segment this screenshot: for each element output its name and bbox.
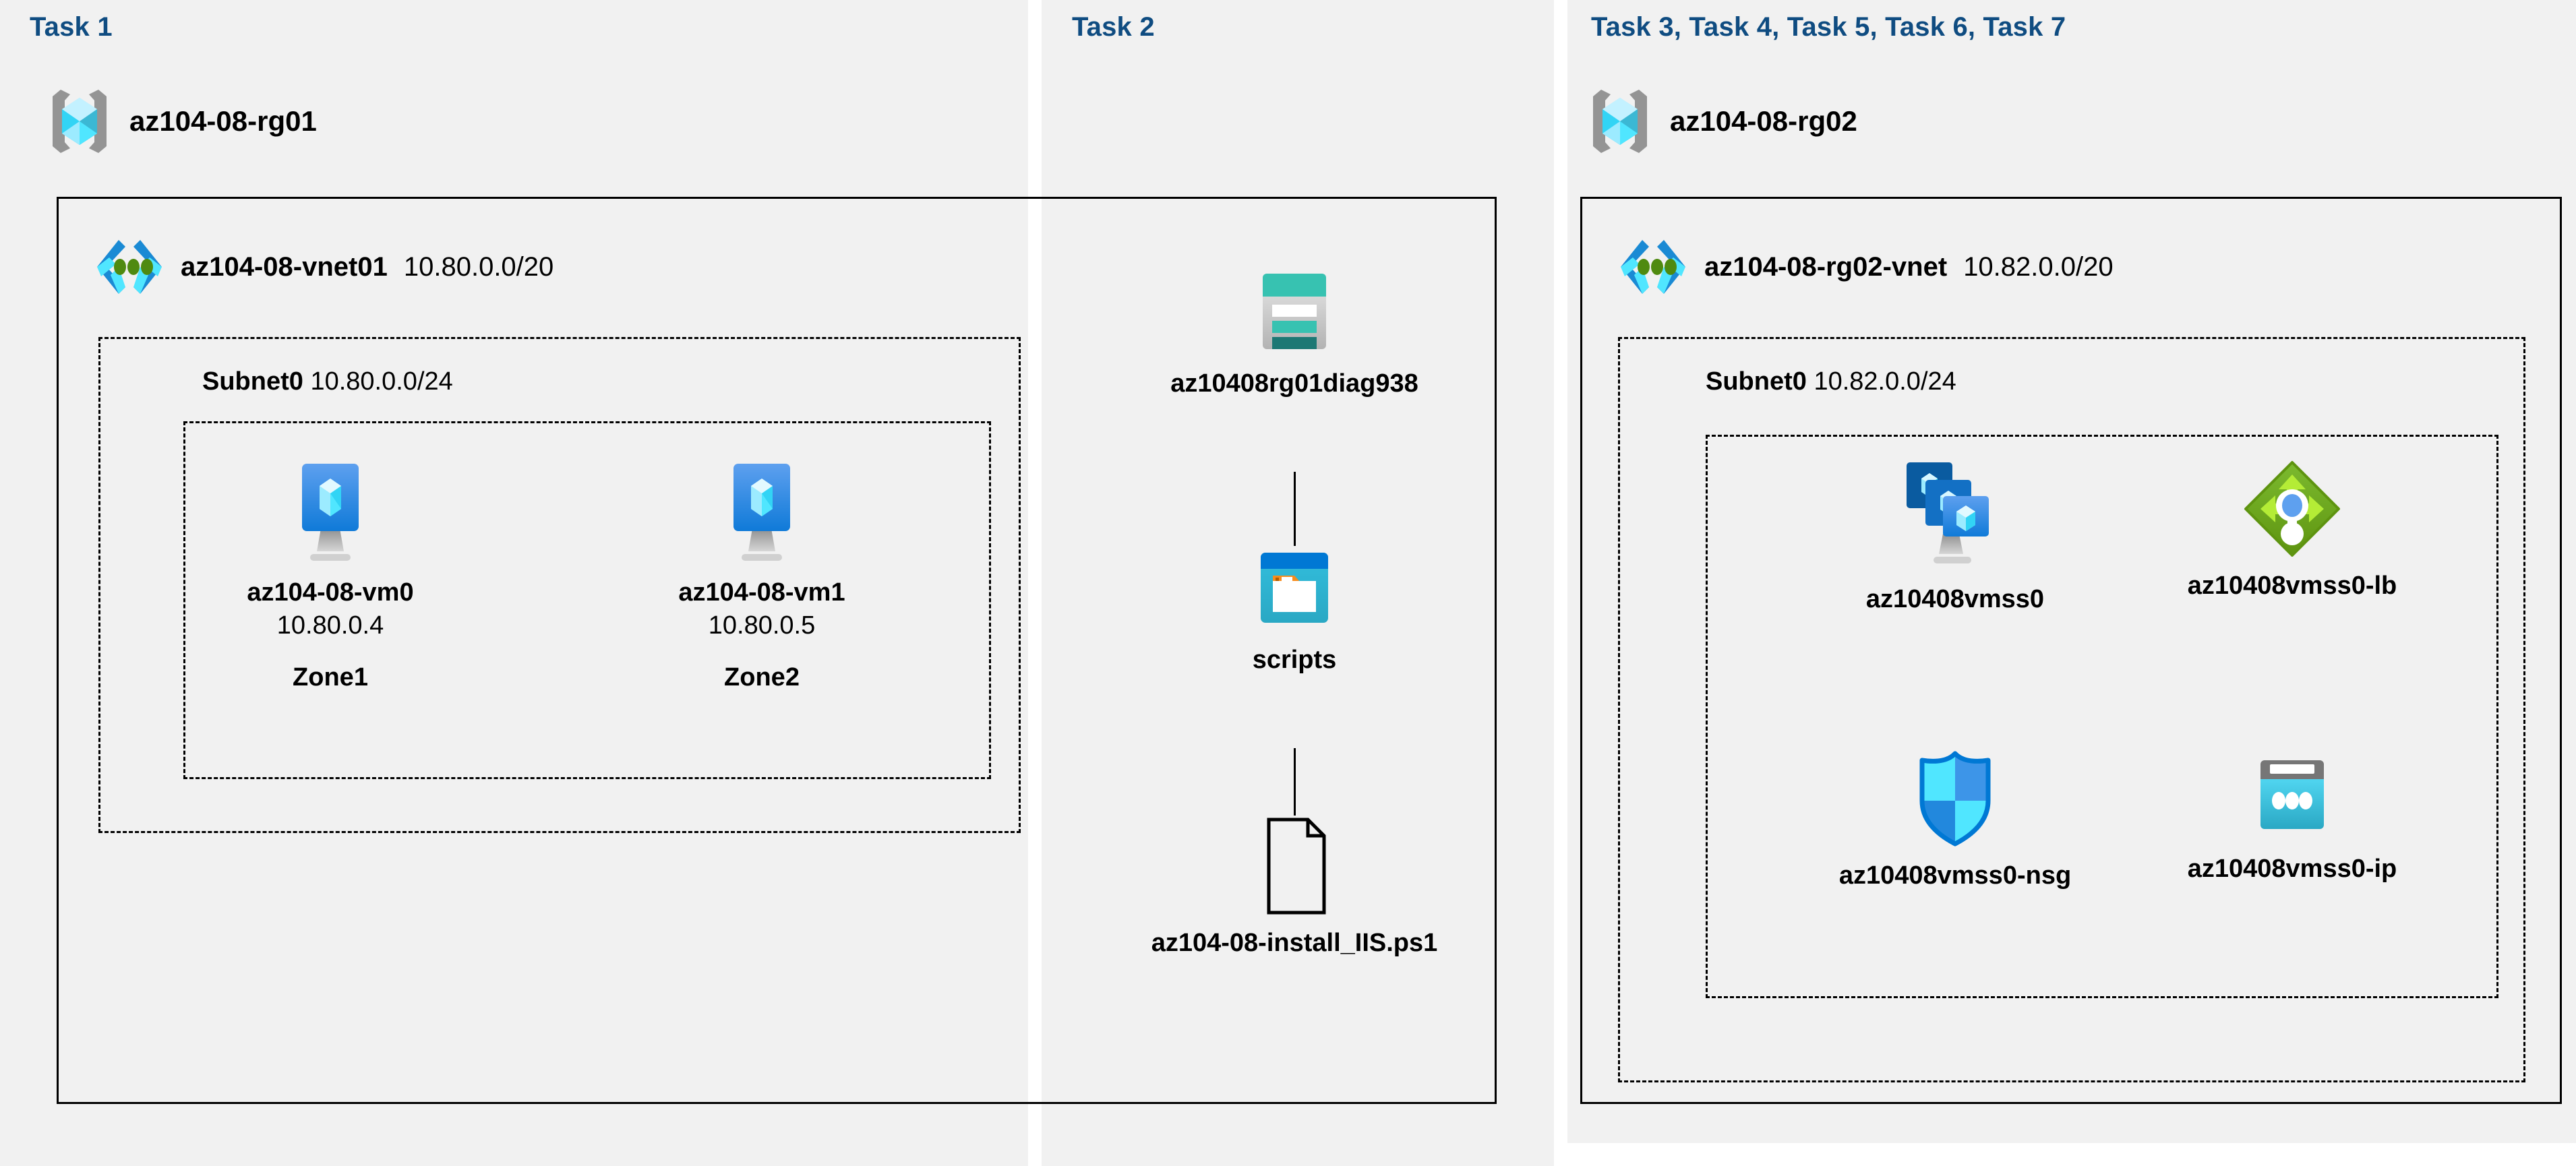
resource-group-icon <box>47 84 112 158</box>
network-security-group-icon <box>1911 748 1999 849</box>
node-az104-08-vm0[interactable]: az104-08-vm0 10.80.0.4 Zone1 <box>202 458 458 692</box>
task-3-to-7-label: Task 3, Task 4, Task 5, Task 6, Task 7 <box>1591 12 2066 42</box>
task-1-label: Task 1 <box>30 12 113 42</box>
node-az104-08-vm1[interactable]: az104-08-vm1 10.80.0.5 Zone2 <box>634 458 890 692</box>
vm0-ip: 10.80.0.4 <box>276 611 384 640</box>
vm1-zone: Zone2 <box>724 663 800 692</box>
public-ip-address-name: az10408vmss0-ip <box>2187 855 2397 883</box>
resource-group-rg01-name: az104-08-rg01 <box>129 105 317 137</box>
resource-group-rg01-header: az104-08-rg01 <box>47 84 317 158</box>
node-vm-scale-set[interactable]: az10408vmss0 <box>1814 458 2097 614</box>
vm0-zone: Zone1 <box>293 663 368 692</box>
subnet0-cidr: 10.82.0.0/24 <box>1814 367 1956 396</box>
subnet0-name: Subnet0 <box>1706 367 1807 396</box>
vm1-ip: 10.80.0.5 <box>708 611 816 640</box>
connector-storage-to-fileshare <box>1294 472 1296 546</box>
vm1-name: az104-08-vm1 <box>678 578 845 607</box>
node-network-security-group[interactable]: az10408vmss0-nsg <box>1814 748 2097 890</box>
subnet0-name: Subnet0 <box>202 367 303 396</box>
document-icon <box>1254 816 1335 917</box>
node-load-balancer[interactable]: az10408vmss0-lb <box>2151 458 2434 601</box>
virtual-network-icon <box>1618 236 1688 298</box>
virtual-machine-icon <box>290 458 371 566</box>
node-script-file[interactable]: az104-08-install_IIS.ps1 <box>1085 816 1503 958</box>
vnet01-boundary <box>57 197 1497 1104</box>
file-share-icon <box>1251 546 1338 634</box>
resource-group-icon <box>1588 84 1652 158</box>
vm-group-boundary <box>183 421 991 779</box>
subnet0-boundary-vnet01 <box>98 337 1021 833</box>
vnet01-name: az104-08-vnet01 <box>181 251 388 282</box>
node-file-share[interactable]: scripts <box>1085 546 1503 675</box>
vnet02-name: az104-08-rg02-vnet <box>1704 251 1948 282</box>
task-2-label: Task 2 <box>1072 12 1155 42</box>
vm0-name: az104-08-vm0 <box>247 578 414 607</box>
vnet02-cidr: 10.82.0.0/20 <box>1963 251 2114 282</box>
load-balancer-name: az10408vmss0-lb <box>2187 572 2397 600</box>
connector-fileshare-to-script <box>1294 748 1296 816</box>
subnet0-title-vnet01: Subnet0 10.80.0.0/24 <box>202 367 453 396</box>
virtual-machine-icon <box>721 458 802 566</box>
network-security-group-name: az10408vmss0-nsg <box>1838 861 2072 890</box>
vm-scale-set-name: az10408vmss0 <box>1865 585 2045 613</box>
vm-scale-set-icon <box>1901 458 2009 573</box>
storage-account-name: az10408rg01diag938 <box>1170 369 1418 398</box>
vnet01-header: az104-08-vnet01 10.80.0.0/20 <box>94 236 553 298</box>
panel-task-1 <box>0 0 1028 1166</box>
resource-group-rg02-header: az104-08-rg02 <box>1588 84 1857 158</box>
virtual-network-icon <box>94 236 164 298</box>
node-public-ip-address[interactable]: az10408vmss0-ip <box>2151 755 2434 884</box>
vmss-group-boundary <box>1706 435 2498 998</box>
script-file-name: az104-08-install_IIS.ps1 <box>1151 929 1438 957</box>
public-ip-address-icon <box>2248 755 2336 842</box>
resource-group-rg02-name: az104-08-rg02 <box>1670 105 1857 137</box>
file-share-name: scripts <box>1252 646 1337 674</box>
load-balancer-icon <box>2242 458 2343 559</box>
vnet01-cidr: 10.80.0.0/20 <box>403 251 554 282</box>
subnet0-title-vnet02: Subnet0 10.82.0.0/24 <box>1706 367 1956 396</box>
node-storage-account[interactable]: az10408rg01diag938 <box>1085 270 1503 398</box>
subnet0-cidr: 10.80.0.0/24 <box>310 367 453 396</box>
vnet02-header: az104-08-rg02-vnet 10.82.0.0/20 <box>1618 236 2114 298</box>
vnet02-boundary <box>1580 197 2562 1104</box>
subnet0-boundary-vnet02 <box>1618 337 2525 1082</box>
storage-account-icon <box>1251 270 1338 357</box>
panel-task-3-to-7 <box>1567 0 2576 1143</box>
